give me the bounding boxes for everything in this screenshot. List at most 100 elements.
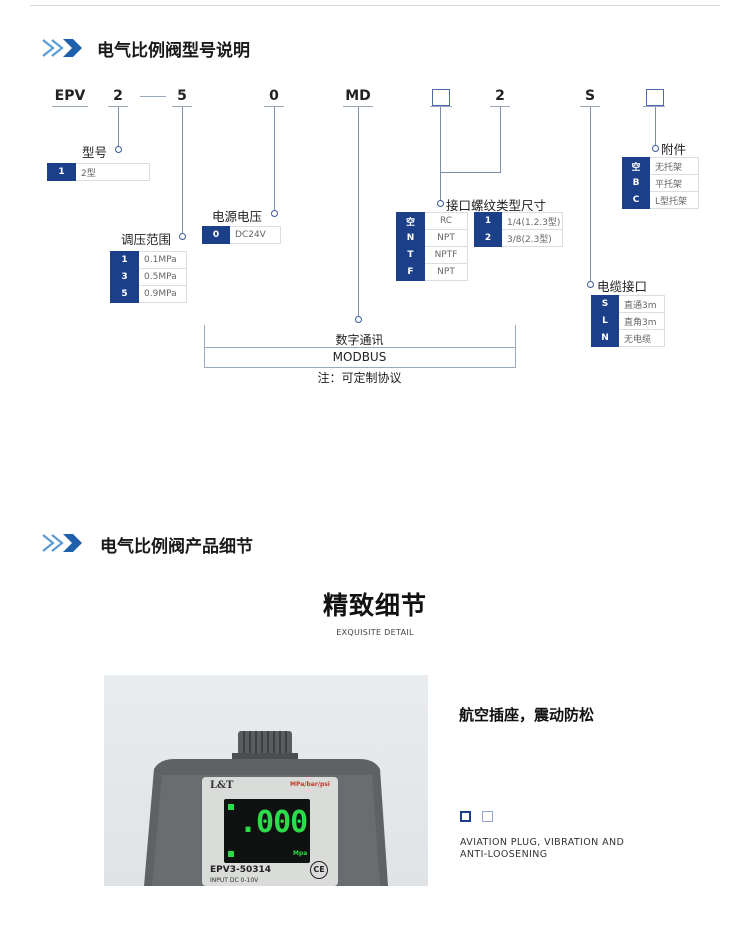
connector-line	[590, 107, 591, 282]
table-row: L 直角3m	[591, 312, 665, 330]
table-key: S	[591, 295, 619, 313]
label-accessory: 附件	[661, 142, 687, 157]
table-key: 0	[202, 226, 230, 244]
table-row: T NPTF	[396, 246, 468, 264]
pager-square-inactive	[482, 811, 493, 822]
table-value: 2型	[75, 163, 150, 181]
device-brand: L&T	[210, 780, 234, 791]
ce-mark-icon: CE	[310, 861, 328, 879]
code-underline	[580, 106, 600, 107]
table-value: 直角3m	[618, 312, 665, 330]
feature-en-line2: ANTI-LOOSENING	[460, 849, 548, 860]
label-thread: 接口螺纹类型尺寸	[446, 198, 547, 213]
table-row: N NPT	[396, 229, 468, 247]
thread-size-table: 1 1/4(1.2.3型) 2 3/8(2.3型)	[474, 212, 563, 247]
table-row: S 直通3m	[591, 295, 665, 313]
table-key: 1	[474, 212, 502, 230]
feature-title: 航空插座，震动防松	[459, 706, 595, 724]
label-type: 型号	[82, 145, 108, 160]
table-row: B 平托架	[622, 174, 699, 192]
device-input: INPUT DC 0-10V	[210, 877, 259, 884]
connector-dot	[652, 145, 659, 152]
detail-subtitle: EXQUISITE DETAIL	[336, 628, 414, 637]
label-cable: 电缆接口	[597, 279, 648, 294]
table-key: 1	[110, 251, 139, 269]
indicator-icon	[228, 851, 234, 857]
connector-dot	[587, 281, 594, 288]
connector-line	[440, 172, 501, 173]
code-underline	[52, 106, 88, 107]
code-underline	[172, 106, 192, 107]
pressure-table: 1 0.1MPa 3 0.5MPa 5 0.9MPa	[110, 251, 187, 303]
table-key: 3	[110, 268, 139, 286]
table-row: 2 3/8(2.3型)	[474, 229, 563, 247]
connector-dot	[179, 233, 186, 240]
table-value: 3/8(2.3型)	[501, 229, 563, 247]
section-title-details: 电气比例阀产品细节	[100, 537, 253, 557]
feature-en-line1: AVIATION PLUG, VIBRATION AND	[460, 837, 625, 848]
connector-dot	[437, 200, 444, 207]
lock-icon	[228, 804, 234, 810]
comm-note: 注：可定制协议	[317, 371, 402, 385]
code-underline	[643, 106, 665, 107]
code-cable: S	[584, 88, 596, 104]
thread-type-table: 空 RC N NPT T NPTF F NPT	[396, 212, 468, 281]
table-value: 平托架	[649, 174, 699, 192]
label-voltage: 电源电压	[212, 209, 263, 224]
table-row: 1 0.1MPa	[110, 251, 187, 269]
table-row: 空 RC	[396, 212, 468, 230]
comm-divider	[204, 347, 515, 348]
table-row: 0 DC24V	[202, 226, 281, 244]
table-key: 空	[396, 212, 425, 230]
table-key: 空	[622, 157, 650, 175]
detail-title: 精致细节	[322, 591, 427, 620]
table-value: NPT	[424, 229, 468, 247]
table-value: L型托架	[649, 191, 699, 209]
table-value: 无电缆	[618, 329, 665, 347]
table-key: T	[396, 246, 425, 264]
table-row: 3 0.5MPa	[110, 268, 187, 286]
device-units: MPa/bar/psi	[290, 781, 330, 788]
connector-line	[500, 107, 501, 172]
table-key: N	[591, 329, 619, 347]
code-voltage: 0	[269, 88, 279, 104]
table-value: 直通3m	[618, 295, 665, 313]
accessory-table: 空 无托架 B 平托架 C L型托架	[622, 157, 699, 209]
code-underline	[264, 106, 284, 107]
table-value: 1/4(1.2.3型)	[501, 212, 563, 230]
table-row: 空 无托架	[622, 157, 699, 175]
table-row: 1 2型	[47, 163, 150, 181]
table-key: L	[591, 312, 619, 330]
valve-device-illustration	[144, 731, 388, 886]
table-key: C	[622, 191, 650, 209]
table-value: NPTF	[424, 246, 468, 264]
comm-title: 数字通讯	[335, 333, 384, 347]
table-key: N	[396, 229, 425, 247]
table-value: 无托架	[649, 157, 699, 175]
product-image: L&T MPa/bar/psi .000 Mpa EPV3-50314 INPU…	[104, 675, 428, 886]
device-display-reading: .000	[239, 805, 308, 840]
connector-line	[118, 107, 119, 148]
connector-dot	[355, 316, 362, 323]
section-title-model: 电气比例阀型号说明	[97, 41, 250, 61]
device-model: EPV3-50314	[210, 865, 272, 875]
table-key: 1	[47, 163, 76, 181]
table-value: 0.1MPa	[138, 251, 187, 269]
code-type: 2	[113, 88, 123, 104]
type-table: 1 2型	[47, 163, 150, 181]
chevron-arrows-icon	[41, 38, 83, 62]
table-value: RC	[424, 212, 468, 230]
label-pressure: 调压范围	[121, 232, 172, 247]
connector-line	[358, 107, 359, 319]
code-underline	[490, 106, 510, 107]
table-row: F NPT	[396, 263, 468, 281]
table-key: 2	[474, 229, 502, 247]
code-underline	[108, 106, 128, 107]
table-row: C L型托架	[622, 191, 699, 209]
comm-protocol: MODBUS	[332, 350, 387, 364]
connector-line	[440, 107, 441, 202]
table-value: NPT	[424, 263, 468, 281]
code-thread-size: 2	[495, 88, 505, 104]
connector-line	[655, 107, 656, 147]
table-row: 1 1/4(1.2.3型)	[474, 212, 563, 230]
